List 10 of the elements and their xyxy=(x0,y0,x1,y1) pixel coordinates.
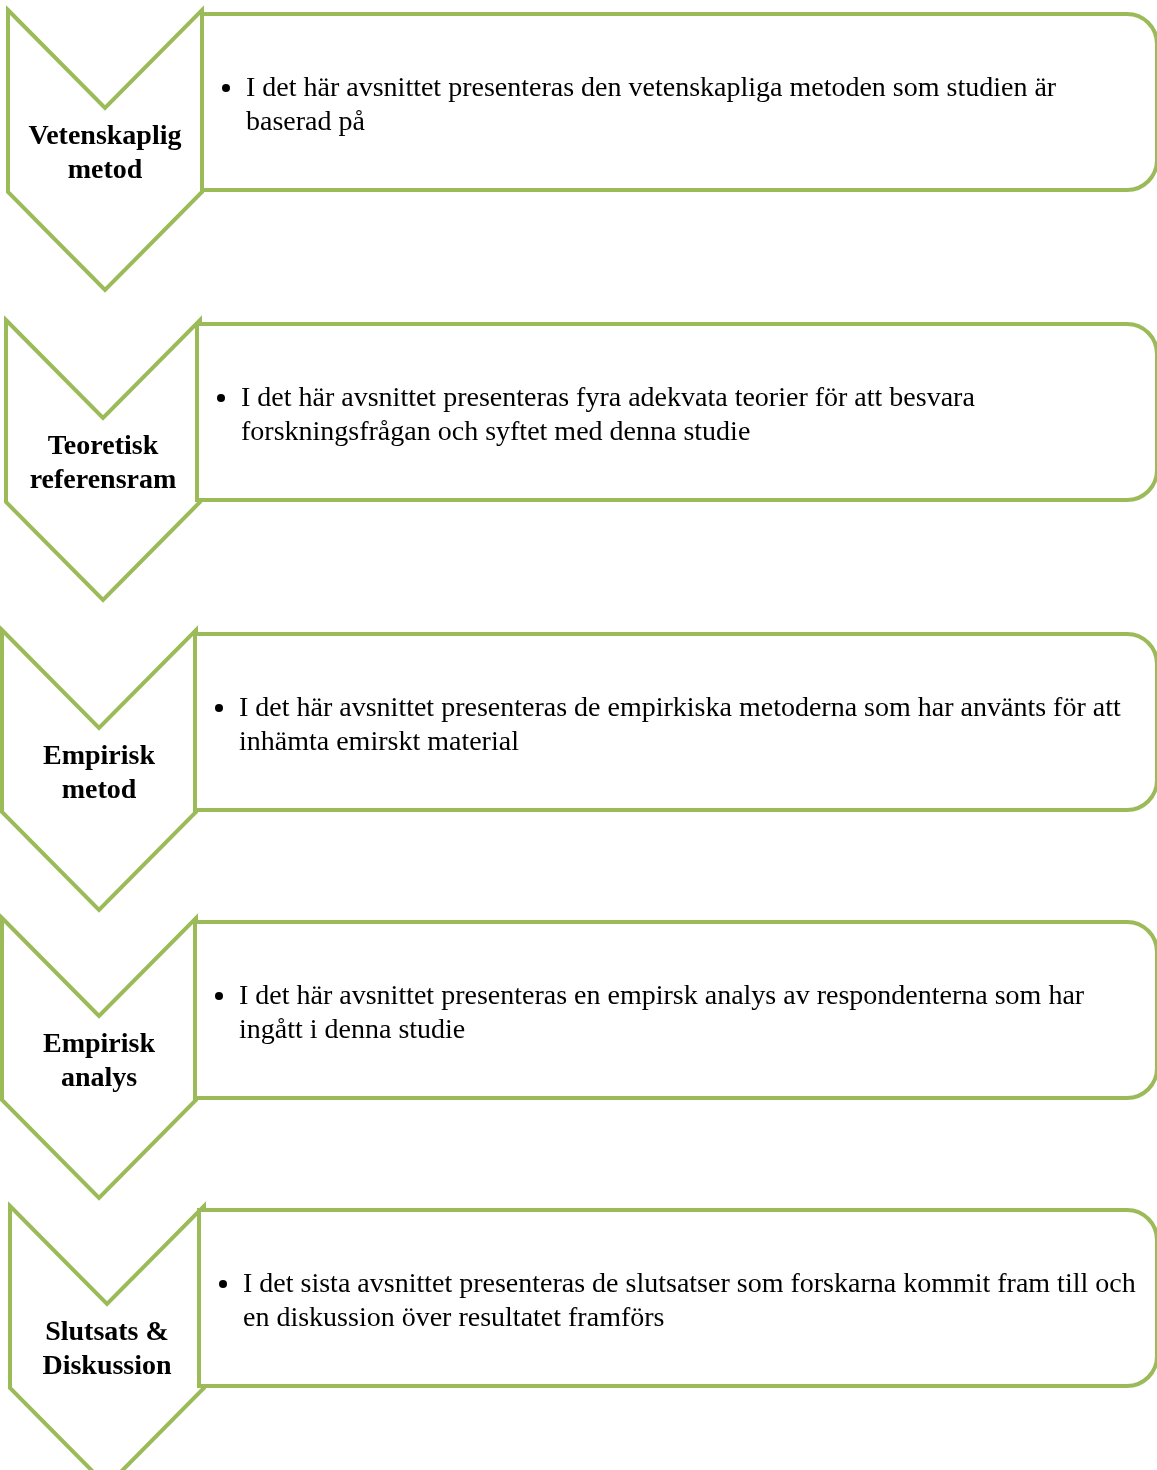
description-text: I det här avsnittet presenteras fyra adekvata teorier för att besvara forskningsfrågan och syftet med denna studie xyxy=(241,381,975,446)
step-title: Slutsats & Diskussion xyxy=(41,1314,173,1382)
description-text: I det här avsnittet presenteras de empirkiska metoderna som har använts för att inhämta emirskt material xyxy=(239,691,1121,756)
step-title: Vetenskaplig metod xyxy=(27,118,183,186)
description-text: I det här avsnittet presenteras den vetenskapliga metoden som studien är baserad på xyxy=(246,71,1057,136)
description-text: I det här avsnittet presenteras en empirsk analys av respondenterna som har ingått i denna studie xyxy=(239,979,1085,1044)
step-title: Empirisk metod xyxy=(42,738,156,806)
step-title: Empirisk analys xyxy=(42,1026,156,1094)
description-text: I det sista avsnittet presenteras de slutsatser som forskarna kommit fram till och en diskussion över resultatet framförs xyxy=(243,1267,1136,1332)
step-title: Teoretisk referensram xyxy=(28,428,178,496)
